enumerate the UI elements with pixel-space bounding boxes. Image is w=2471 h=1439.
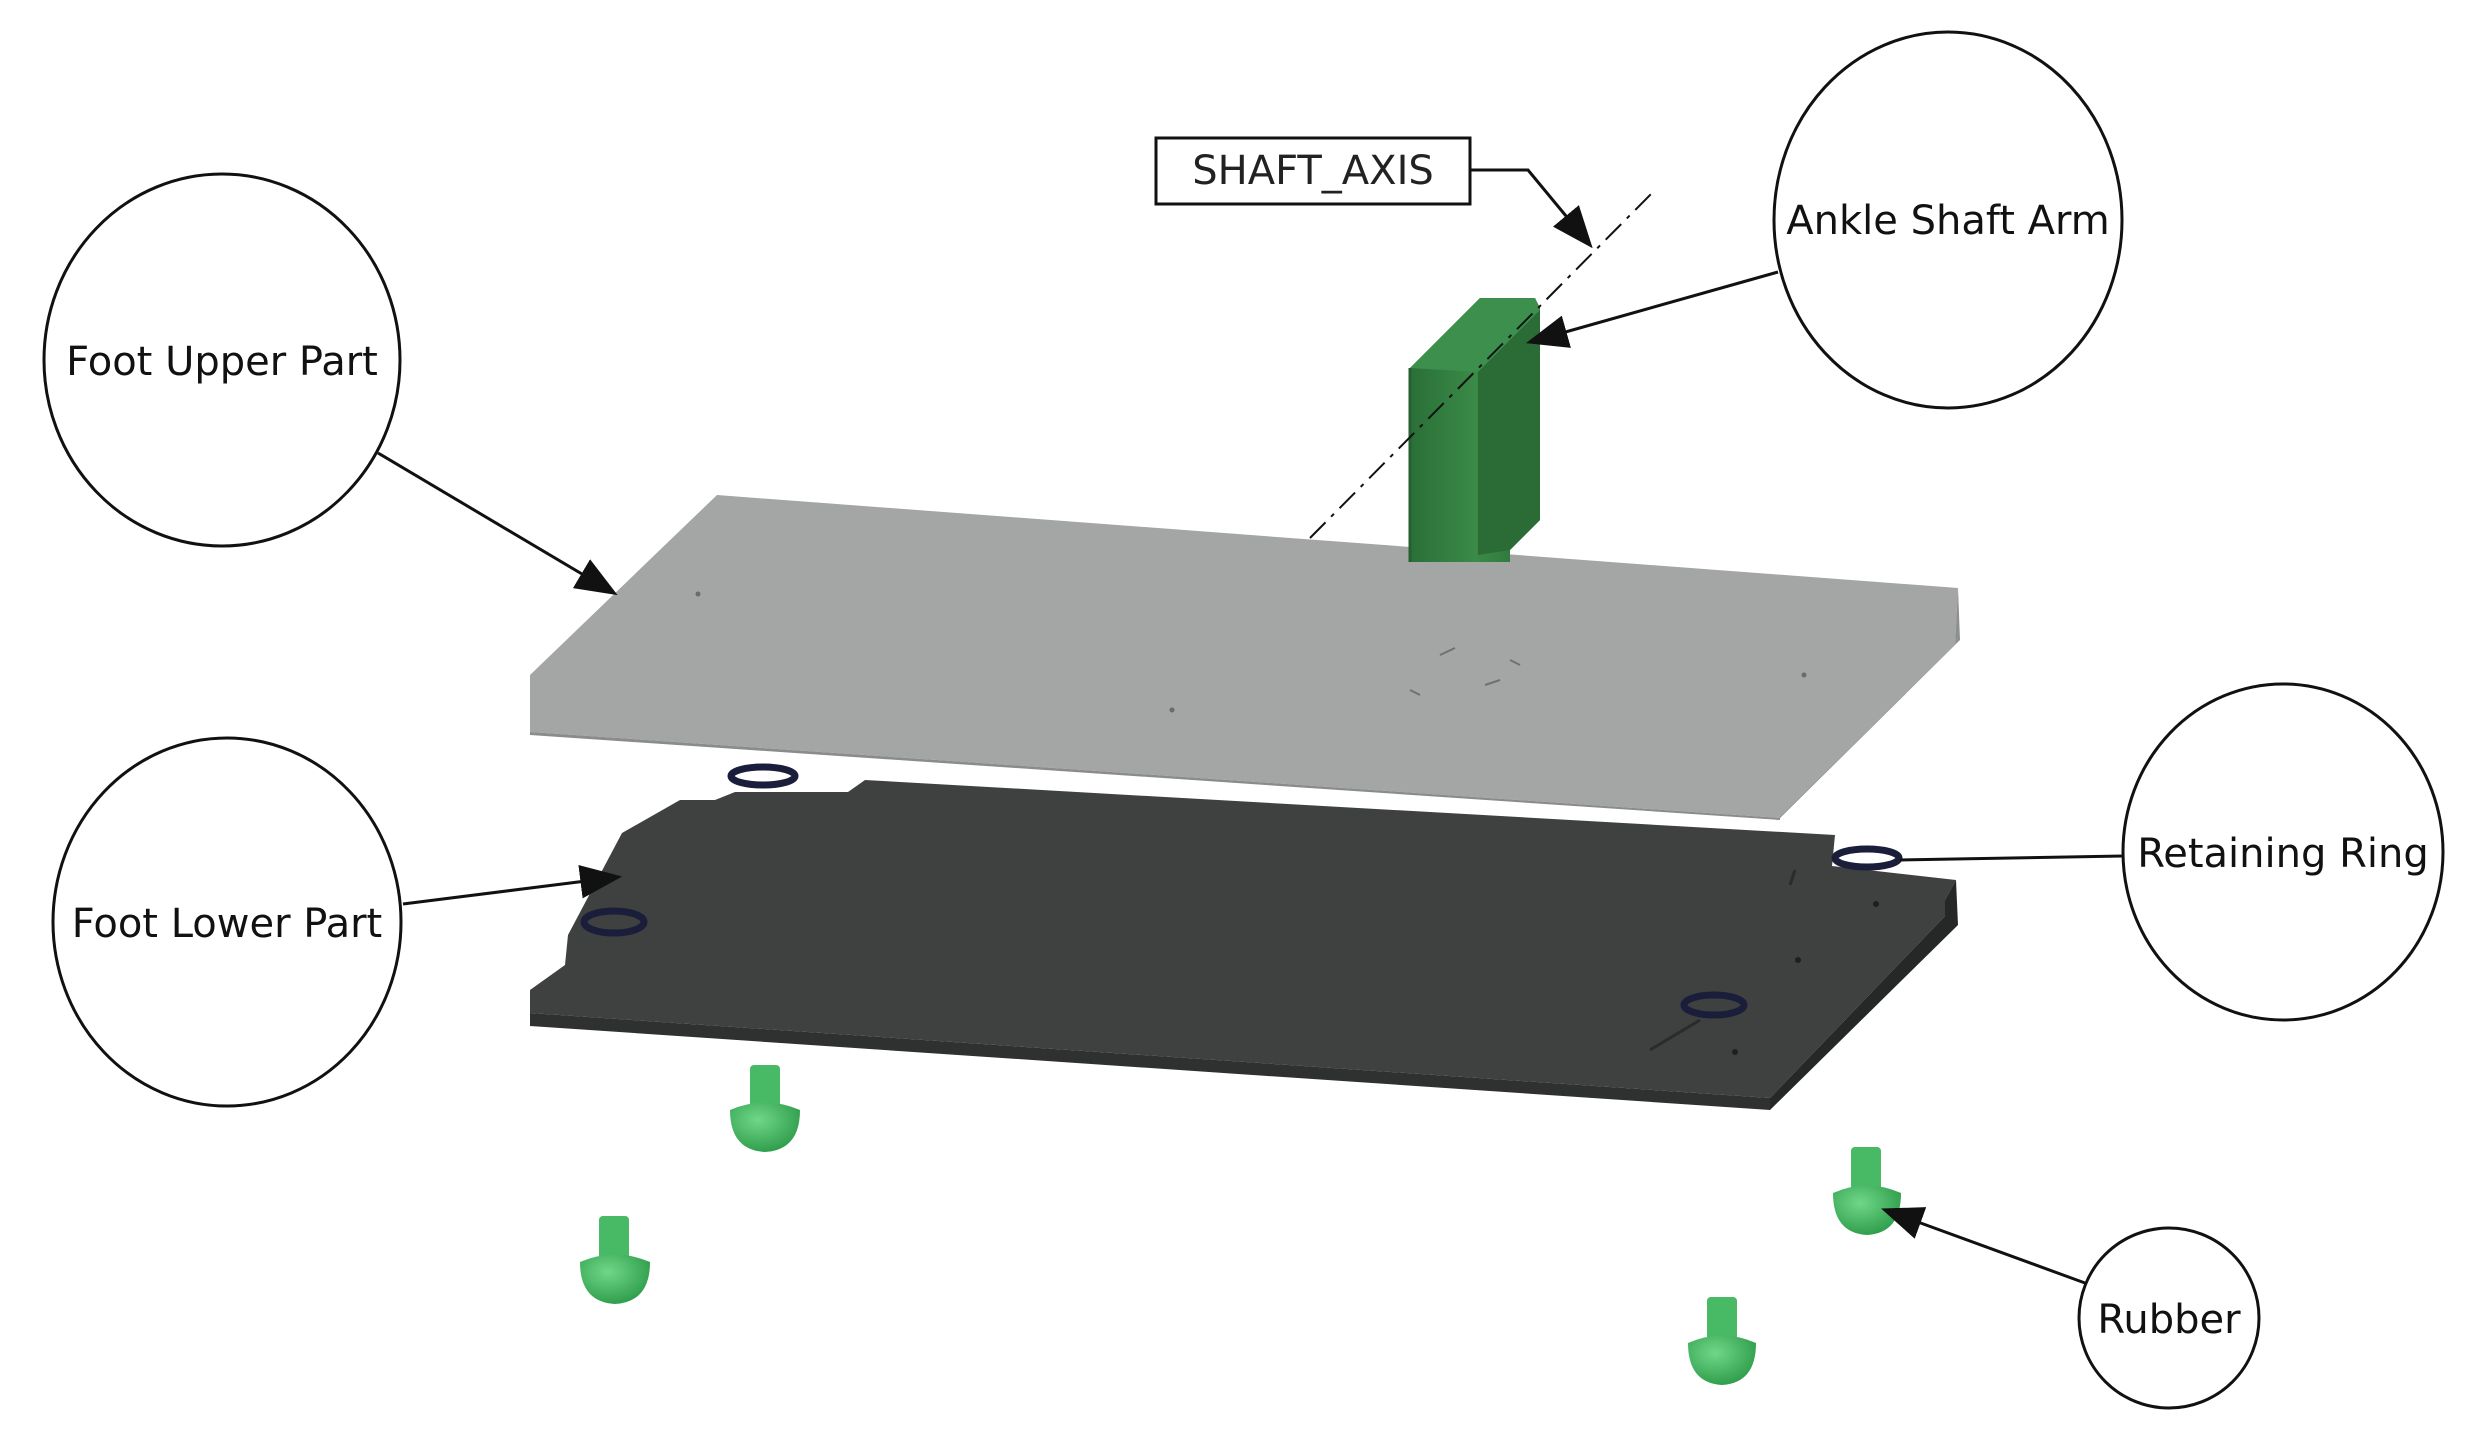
retaining-ring-leader: [1899, 854, 2124, 862]
rubber-leader: [1881, 1207, 2086, 1285]
foot-upper-part-leader: [377, 451, 618, 596]
foot-upper-part-label: Foot Upper Part: [66, 339, 378, 385]
shaft-axis-label-box: [1154, 136, 1472, 206]
ankle-shaft-arm-leader: [1525, 270, 1779, 348]
foot-lower-part-callout: [51, 736, 403, 1108]
rubber-callout: [2077, 1226, 2261, 1410]
rubber-foot-1: [730, 1065, 800, 1152]
retaining-ring-icon: [727, 763, 799, 789]
retaining-ring-icon: [1680, 991, 1748, 1019]
foot-lower-plate: [530, 780, 1958, 1110]
shaft-axis-leader: [1470, 168, 1593, 249]
shaft-axis-line: [1309, 189, 1656, 539]
retaining-ring-callout: [2121, 682, 2445, 1022]
rubber-foot-2: [580, 1216, 650, 1304]
shaft-axis-label: SHAFT_AXIS: [1192, 148, 1434, 194]
rubber-label: Rubber: [2097, 1297, 2241, 1343]
foot-upper-part-callout: [42, 172, 402, 548]
retaining-ring-icon: [1831, 845, 1903, 871]
foot-upper-plate: [530, 495, 1960, 822]
retaining-ring-icon: [580, 907, 648, 937]
ankle-shaft-arm-callout: [1772, 30, 2124, 410]
foot-lower-part-leader: [402, 865, 623, 906]
ankle-shaft-arm: [1408, 298, 1540, 562]
rubber-foot-3: [1833, 1147, 1901, 1235]
rubber-foot-4: [1688, 1297, 1756, 1385]
ankle-shaft-arm-label: Ankle Shaft Arm: [1786, 198, 2109, 244]
retaining-ring-label: Retaining Ring: [2137, 831, 2428, 877]
foot-lower-part-label: Foot Lower Part: [72, 901, 382, 947]
